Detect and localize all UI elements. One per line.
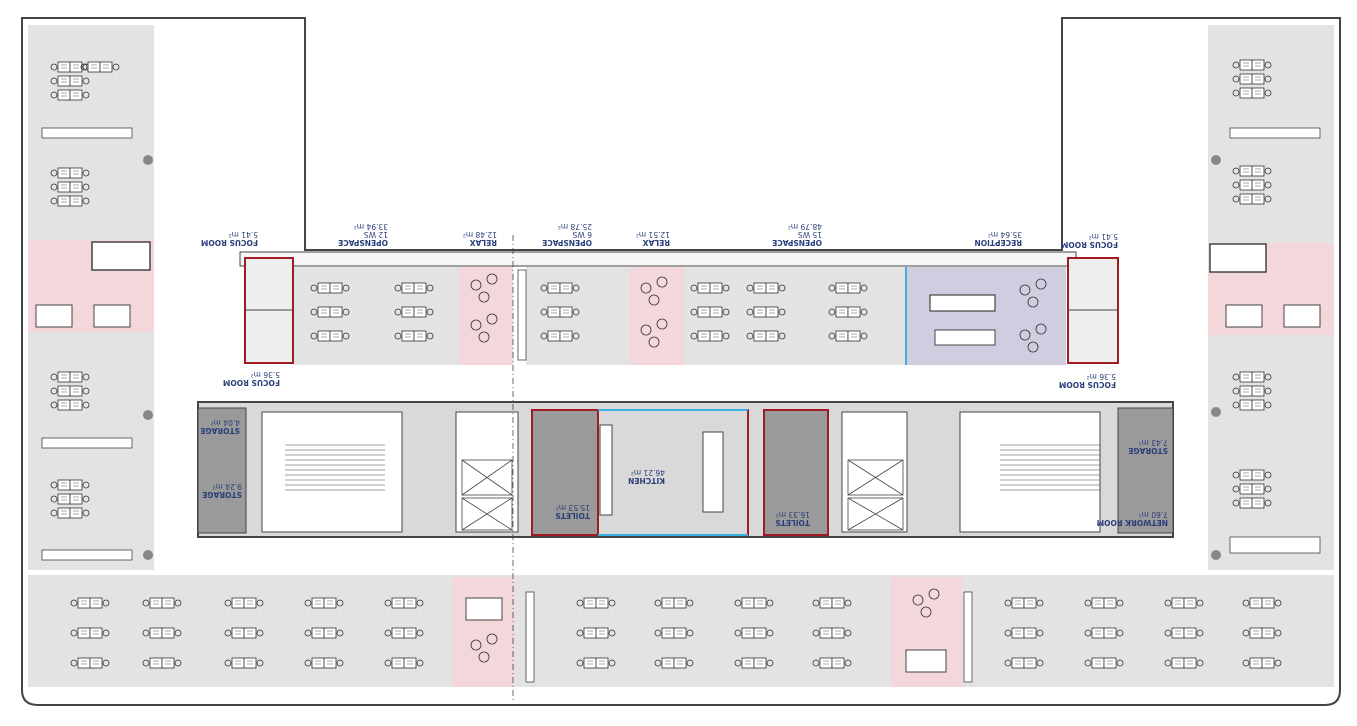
room-label: STORAGE 9.24 m²	[202, 482, 242, 499]
svg-text:35.64 m²: 35.64 m²	[988, 230, 1022, 239]
svg-text:STORAGE: STORAGE	[200, 426, 240, 435]
room-label: KITCHEN 46.21 m²	[628, 468, 665, 485]
svg-text:33.94 m²: 33.94 m²	[354, 222, 388, 231]
svg-text:12 WS: 12 WS	[364, 230, 388, 239]
room-label: TOILETS 15.53 m²	[555, 503, 590, 520]
svg-text:12.48 m²: 12.48 m²	[463, 230, 497, 239]
svg-text:STORAGE: STORAGE	[202, 490, 242, 499]
svg-text:FOCUS ROOM: FOCUS ROOM	[223, 378, 280, 387]
svg-text:OPENSPACE: OPENSPACE	[338, 238, 388, 247]
svg-text:4.04 m²: 4.04 m²	[211, 418, 240, 427]
svg-text:STORAGE: STORAGE	[1128, 446, 1168, 455]
room-label: NETWORK ROOM 7.60 m²	[1097, 510, 1168, 527]
svg-text:6 WS: 6 WS	[572, 230, 592, 239]
room-label: STORAGE 4.04 m²	[200, 418, 240, 435]
room-label: RELAX 12.48 m²	[463, 230, 497, 247]
room-label: FOCUS ROOM 5.36 m²	[223, 370, 280, 387]
svg-text:46.21 m²: 46.21 m²	[631, 468, 665, 477]
svg-text:5.41 m²: 5.41 m²	[1089, 232, 1118, 241]
svg-text:7.43 m²: 7.43 m²	[1139, 438, 1168, 447]
room-label: OPENSPACE 12 WS 33.94 m²	[338, 222, 388, 247]
svg-text:RELAX: RELAX	[470, 238, 497, 247]
room-label: OPENSPACE 15 WS 48.79 m²	[772, 222, 822, 247]
room-label: FOCUS ROOM 5.36 m²	[1059, 372, 1116, 389]
svg-text:5.41 m²: 5.41 m²	[229, 230, 258, 239]
svg-text:FOCUS ROOM: FOCUS ROOM	[1059, 380, 1116, 389]
svg-text:7.60 m²: 7.60 m²	[1139, 510, 1168, 519]
svg-text:RECEPTION: RECEPTION	[974, 238, 1022, 247]
desks-top-wing	[310, 269, 1047, 361]
svg-text:OPENSPACE: OPENSPACE	[772, 238, 822, 247]
room-label: OPENSPACE 6 WS 25.78 m²	[542, 222, 592, 247]
svg-text:5.36 m²: 5.36 m²	[1087, 372, 1116, 381]
top-corridor	[239, 251, 1077, 267]
svg-text:TOILETS: TOILETS	[775, 518, 810, 527]
svg-text:15.53 m²: 15.53 m²	[556, 503, 590, 512]
svg-text:KITCHEN: KITCHEN	[628, 476, 665, 485]
svg-text:FOCUS ROOM: FOCUS ROOM	[1061, 240, 1118, 249]
svg-text:5.36 m²: 5.36 m²	[251, 370, 280, 379]
reception-zone	[906, 267, 1066, 365]
svg-text:15 WS: 15 WS	[798, 230, 822, 239]
svg-text:9.24 m²: 9.24 m²	[213, 482, 242, 491]
room-label: RECEPTION 35.64 m²	[974, 230, 1022, 247]
svg-text:NETWORK ROOM: NETWORK ROOM	[1097, 518, 1168, 527]
desks-left-column	[35, 61, 153, 561]
svg-text:48.79 m²: 48.79 m²	[788, 222, 822, 231]
svg-text:FOCUS ROOM: FOCUS ROOM	[201, 238, 258, 247]
room-label: FOCUS ROOM 5.41 m²	[201, 230, 258, 247]
svg-text:12.51 m²: 12.51 m²	[636, 230, 670, 239]
room-label: STORAGE 7.43 m²	[1128, 438, 1168, 455]
core-block	[197, 401, 1174, 538]
room-labels: FOCUS ROOM 5.41 m² OPENSPACE 12 WS 33.94…	[200, 222, 1168, 527]
room-label: RELAX 12.51 m²	[636, 230, 670, 247]
svg-text:RELAX: RELAX	[643, 238, 670, 247]
desks-bottom-row	[70, 588, 1282, 683]
svg-text:16.33 m²: 16.33 m²	[776, 510, 810, 519]
room-label: FOCUS ROOM 5.41 m²	[1061, 232, 1118, 249]
desks-right-column	[1209, 59, 1321, 560]
room-label: TOILETS 16.33 m²	[775, 510, 810, 527]
svg-text:OPENSPACE: OPENSPACE	[542, 238, 592, 247]
svg-text:25.78 m²: 25.78 m²	[558, 222, 592, 231]
focus-rooms	[244, 257, 1119, 365]
svg-text:TOILETS: TOILETS	[555, 511, 590, 520]
